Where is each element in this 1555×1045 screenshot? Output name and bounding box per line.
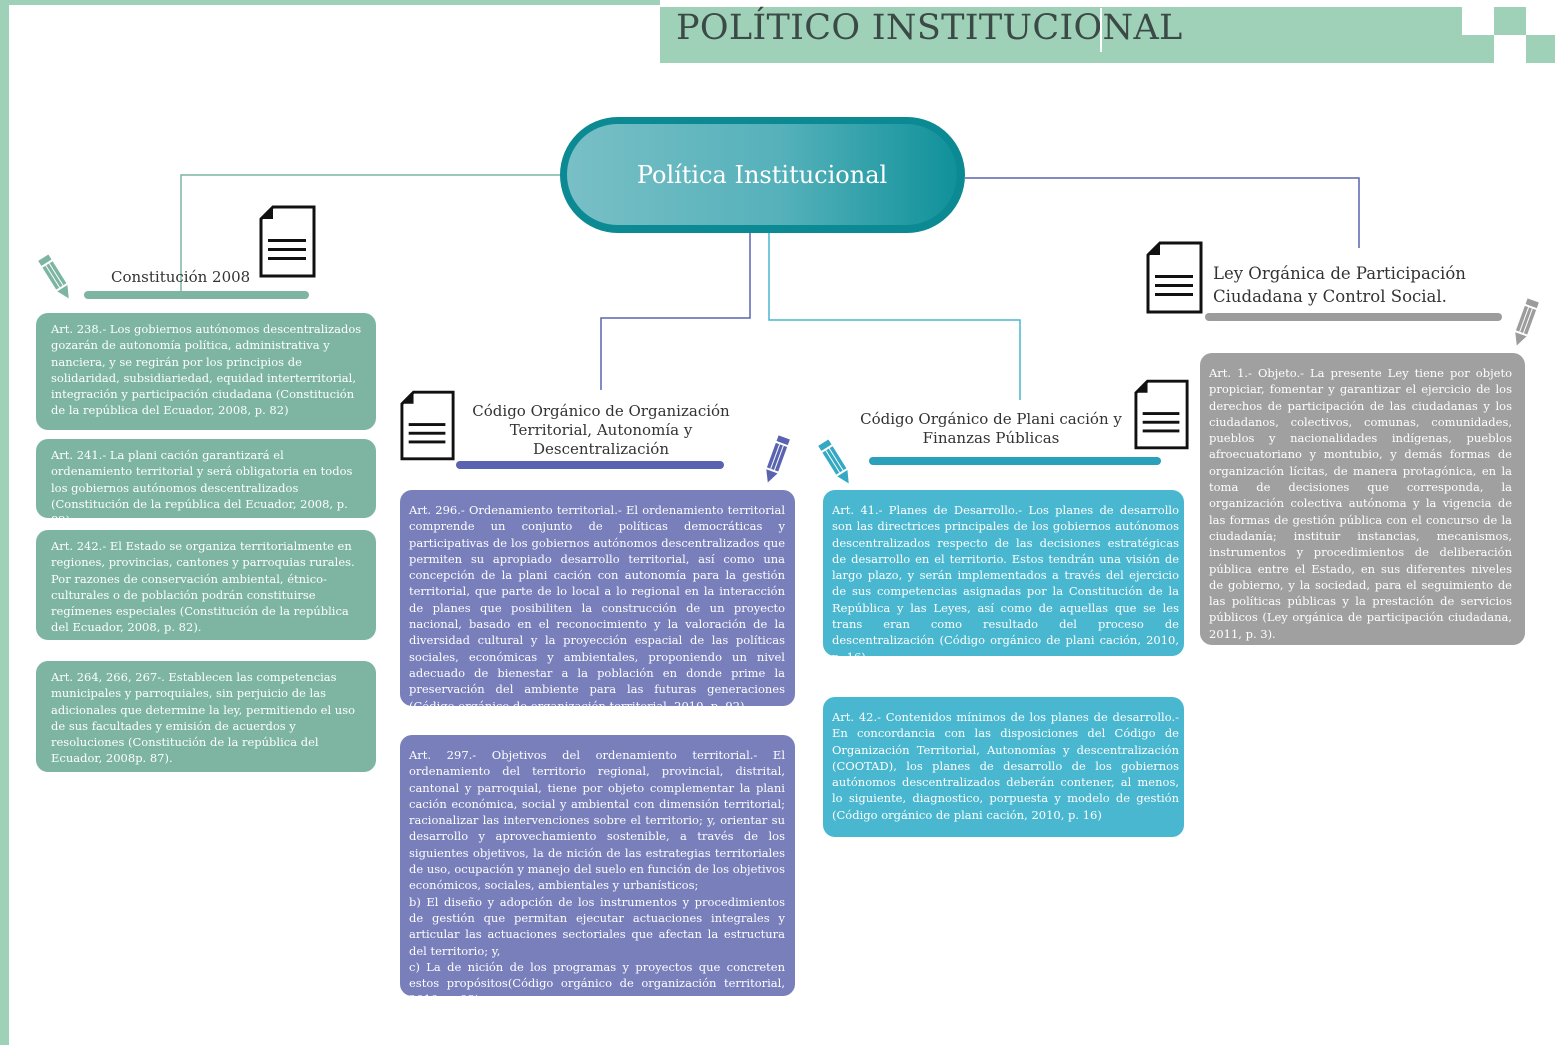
header-band xyxy=(660,7,1555,63)
constitucion-heading: Constitución 2008 xyxy=(111,268,251,286)
checker-decoration xyxy=(1462,7,1555,63)
article-box: Art. 297.- Objetivos del ordenamiento te… xyxy=(400,735,795,1006)
cootad-heading: Código Orgánico de Organización Territor… xyxy=(472,402,730,458)
cootad-underline xyxy=(456,461,724,469)
central-node-inner: Política Institucional xyxy=(567,124,957,225)
participacion-underline xyxy=(1205,313,1502,321)
article-box: Art. 264, 266, 267-. Establecen las comp… xyxy=(36,661,376,772)
article-box: Art. 1.- Objeto.- La presente Ley tiene … xyxy=(1200,353,1525,645)
article-box: Art. 238.- Los gobiernos autónomos desce… xyxy=(36,313,376,430)
pencil-icon xyxy=(1515,298,1539,346)
pencil-icon xyxy=(766,435,790,483)
article-box: Art. 42.- Contenidos mínimos de los plan… xyxy=(823,697,1184,837)
document-icon xyxy=(259,205,316,278)
article-box: Art. 296.- Ordenamiento territorial.- El… xyxy=(400,490,795,713)
pencil-icon xyxy=(818,439,849,484)
title-separator xyxy=(1100,8,1102,52)
frame-left-border xyxy=(0,0,9,1045)
article-box: Art. 241.- La plani cación garantizará e… xyxy=(36,439,376,527)
document-icon xyxy=(400,390,455,461)
article-box: Art. 41.- Planes de Desarrollo.- Los pla… xyxy=(823,490,1184,664)
frame-top-border xyxy=(0,0,660,5)
copfp-heading: Código Orgánico de Plani cación y Finanz… xyxy=(860,410,1122,447)
constitucion-underline xyxy=(84,291,309,299)
pencil-icon xyxy=(38,254,69,299)
page-title: POLÍTICO INSTITUCIONAL xyxy=(676,8,1183,48)
article-box: Art. 242.- El Estado se organiza territo… xyxy=(36,530,376,640)
copfp-underline xyxy=(869,457,1161,465)
document-icon xyxy=(1146,241,1203,314)
central-node-title: Política Institucional xyxy=(636,160,888,189)
participacion-heading: Ley Orgánica de Participación Ciudadana … xyxy=(1213,264,1466,306)
document-icon xyxy=(1134,379,1189,450)
